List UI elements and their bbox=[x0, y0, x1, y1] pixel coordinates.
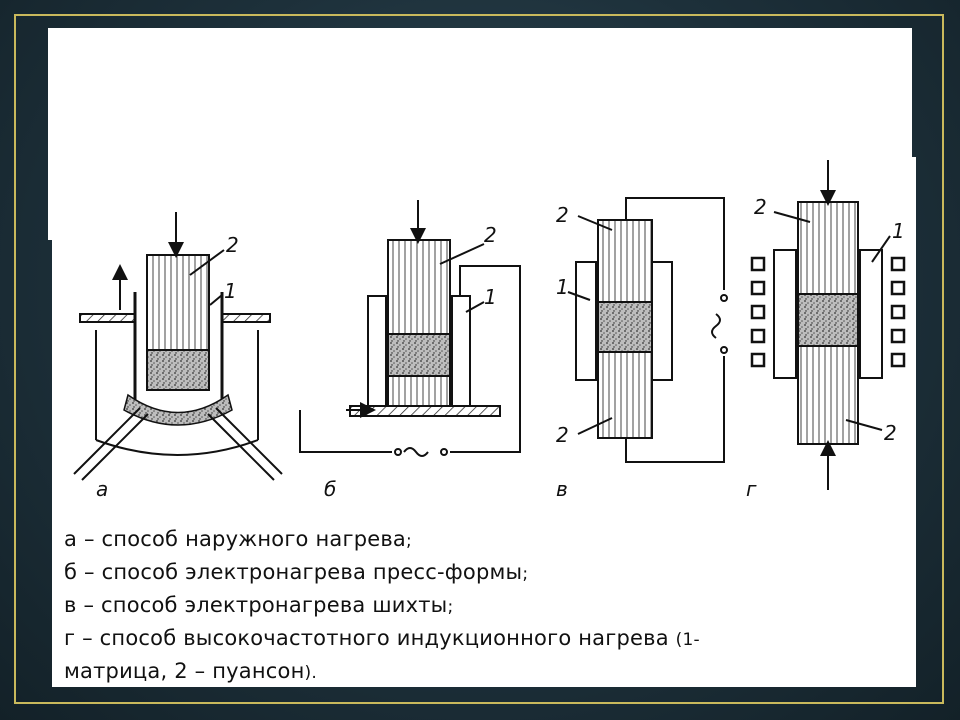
figure-a-powder bbox=[146, 349, 210, 391]
figure-g-sublabel: г bbox=[746, 477, 757, 501]
caption-line-b: б – способ электронагрева пресс-формы; bbox=[64, 557, 904, 590]
figure-g-matrix-left bbox=[773, 249, 797, 379]
figure-g-label-2-top: 2 bbox=[754, 195, 767, 219]
figure-b-circuit-right bbox=[450, 265, 521, 453]
caption: а – способ наружного нагрева; б – способ… bbox=[64, 524, 904, 689]
figure-v-label-2-bottom: 2 bbox=[556, 423, 569, 447]
figure-a-punch bbox=[146, 254, 210, 351]
slide-frame bbox=[14, 14, 944, 704]
figure-g-lower-punch bbox=[797, 345, 859, 445]
figure-b-matrix-left bbox=[367, 295, 387, 407]
figure-g-powder bbox=[797, 293, 859, 347]
caption-line-v: в – способ электронагрева шихты; bbox=[64, 590, 904, 623]
figure-a-label-2: 2 bbox=[226, 233, 239, 257]
figure-a-inlet-right bbox=[215, 407, 283, 475]
figure-v-terminal-bottom bbox=[720, 346, 728, 354]
caption-a-text: а – способ наружного нагрева bbox=[64, 527, 406, 551]
caption-b-text: б – способ электронагрева пресс-формы bbox=[64, 560, 523, 584]
figure-v-circuit-top bbox=[625, 197, 725, 290]
figure-a-sublabel: а bbox=[96, 477, 108, 501]
figure-v-sublabel: в bbox=[556, 477, 568, 501]
figure-g-upper-punch bbox=[797, 201, 859, 295]
figure-b bbox=[299, 200, 521, 457]
caption-a-sep: ; bbox=[406, 531, 412, 551]
figure-v-powder bbox=[597, 301, 653, 353]
figure-b-base bbox=[349, 405, 501, 417]
figure-v-label-2-top: 2 bbox=[556, 203, 569, 227]
caption-g-text: г – способ высокочастотного индукционног… bbox=[64, 626, 669, 650]
figure-a-heater bbox=[123, 393, 233, 426]
figure-g-leader-2-bottom bbox=[845, 419, 883, 431]
figure-v-upper-punch bbox=[597, 219, 653, 303]
figure-g-label-1: 1 bbox=[892, 219, 905, 243]
figure-b-ac-source bbox=[403, 447, 429, 457]
figure-a-inlet-right-2 bbox=[207, 413, 275, 481]
caption-g-note-open: (1- bbox=[675, 630, 700, 650]
figure-g-leader-1 bbox=[871, 235, 891, 263]
figure-b-circuit-left bbox=[299, 410, 392, 453]
figure-v-ac-source bbox=[711, 313, 721, 339]
figure-b-label-2: 2 bbox=[484, 223, 497, 247]
figure-g-coil-left bbox=[750, 256, 766, 368]
figure-v-leader-2-top bbox=[577, 215, 613, 231]
figure-a-inlet-left bbox=[73, 407, 141, 475]
figure-a-inlet-left-2 bbox=[81, 413, 149, 481]
figure-b-leader-2 bbox=[439, 243, 485, 265]
figure-a-leader-2 bbox=[189, 249, 225, 276]
caption-v-sep: ; bbox=[447, 597, 454, 617]
figure-b-sublabel: б bbox=[324, 477, 336, 501]
figure-a-label-1: 1 bbox=[224, 279, 237, 303]
figure-g-coil-right bbox=[890, 256, 906, 368]
figure-b-lower-punch bbox=[387, 375, 451, 407]
figure-v-lower-punch bbox=[597, 351, 653, 439]
figure-b-matrix-right bbox=[451, 295, 471, 407]
figure-a-leader-1 bbox=[209, 294, 223, 306]
figure-v bbox=[567, 197, 728, 463]
figure-b-punch bbox=[387, 239, 451, 335]
figure-g bbox=[750, 160, 906, 490]
figure-b-label-1: 1 bbox=[484, 285, 497, 309]
figure-v-matrix-right bbox=[651, 261, 673, 381]
figure-g-label-2-bottom: 2 bbox=[884, 421, 897, 445]
figure-v-leader-2-bottom bbox=[577, 417, 613, 435]
figure-v-matrix-left bbox=[575, 261, 597, 381]
caption-line-g-cont: матрица, 2 – пуансон). bbox=[64, 656, 904, 689]
figure-v-circuit-bottom bbox=[625, 356, 725, 463]
caption-b-sep: ; bbox=[522, 564, 529, 584]
figure-a bbox=[73, 212, 283, 481]
figure-v-label-1: 1 bbox=[556, 275, 569, 299]
caption-g-note-close: ). bbox=[304, 663, 317, 683]
caption-g-cont-text: матрица, 2 – пуансон bbox=[64, 659, 305, 683]
figure-b-powder bbox=[387, 333, 451, 377]
figure-b-terminal-left bbox=[394, 448, 402, 456]
figure-b-leader-1 bbox=[465, 301, 485, 313]
figure-g-matrix-right bbox=[859, 249, 883, 379]
caption-line-g: г – способ высокочастотного индукционног… bbox=[64, 623, 904, 656]
figure-v-leader-1 bbox=[567, 291, 591, 301]
caption-line-a: а – способ наружного нагрева; bbox=[64, 524, 904, 557]
caption-v-text: в – способ электронагрева шихты bbox=[64, 593, 448, 617]
figure-b-terminal-right bbox=[440, 448, 448, 456]
figure-v-terminal-top bbox=[720, 294, 728, 302]
figure-g-leader-2-top bbox=[773, 211, 811, 223]
